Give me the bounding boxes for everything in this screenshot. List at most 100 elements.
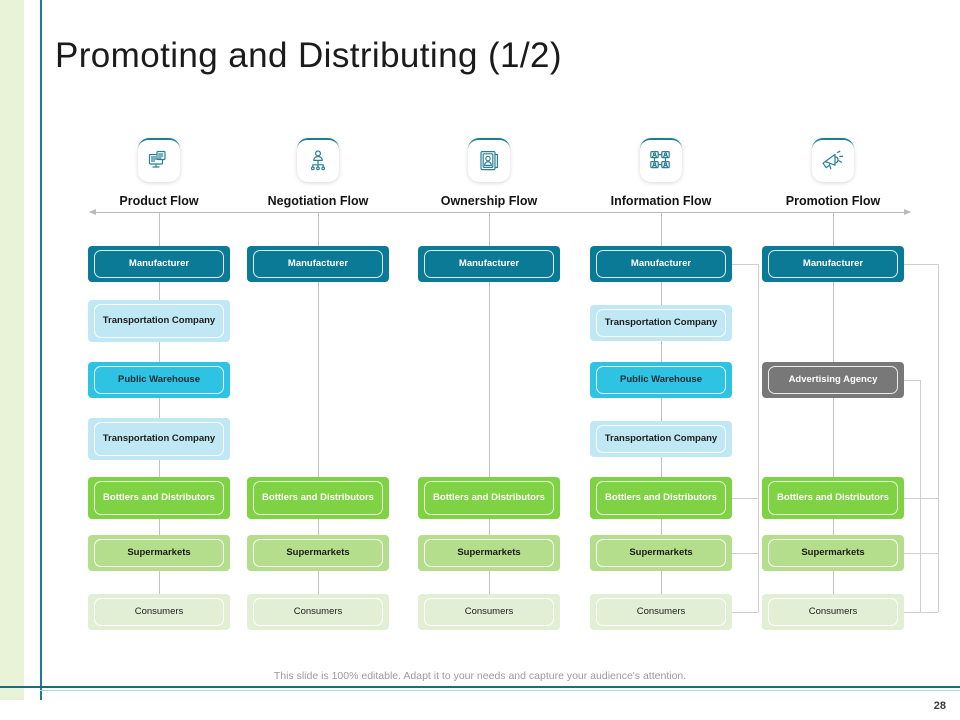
promo-conn-bus-outer xyxy=(938,264,939,612)
spine-negotiation-flow-1 xyxy=(318,282,319,477)
spine-negotiation-flow-2 xyxy=(318,519,319,535)
flow-header-information-flow[interactable]: Information Flow xyxy=(576,138,746,208)
flow-node-label: Public Warehouse xyxy=(620,374,702,386)
spine-information-flow-2 xyxy=(661,341,662,362)
flow-node-box[interactable]: Transportation Company xyxy=(88,300,230,342)
flow-node-label: Bottlers and Distributors xyxy=(433,492,545,504)
spine-promotion-flow-2 xyxy=(833,398,834,477)
footer-rule xyxy=(0,686,960,688)
flow-node-box[interactable]: Supermarkets xyxy=(762,535,904,571)
person-network-icon xyxy=(297,138,339,182)
flow-node-label: Bottlers and Distributors xyxy=(777,492,889,504)
flow-node-box[interactable]: Bottlers and Distributors xyxy=(762,477,904,519)
flow-axis-arrow xyxy=(89,209,911,215)
flow-node-box[interactable]: Supermarkets xyxy=(247,535,389,571)
promo-conn-bus-inner xyxy=(920,380,921,612)
flow-node-box[interactable]: Consumers xyxy=(247,594,389,630)
axis-stem-promotion-flow xyxy=(833,213,834,246)
flow-node-box[interactable]: Consumers xyxy=(762,594,904,630)
flow-node-box[interactable]: Transportation Company xyxy=(590,305,732,341)
flow-node-box[interactable]: Manufacturer xyxy=(418,246,560,282)
flow-node-box[interactable]: Manufacturer xyxy=(88,246,230,282)
flow-node-label: Consumers xyxy=(808,606,858,618)
left-green-band xyxy=(0,0,24,700)
axis-stem-product-flow xyxy=(159,213,160,246)
flow-node-label: Consumers xyxy=(636,606,686,618)
flow-node-box[interactable]: Manufacturer xyxy=(590,246,732,282)
flow-node-label: Manufacturer xyxy=(287,258,349,270)
spine-product-flow-6 xyxy=(159,571,160,594)
spine-ownership-flow-3 xyxy=(489,571,490,594)
flow-header-label: Product Flow xyxy=(119,194,199,208)
flow-node-box[interactable]: Public Warehouse xyxy=(590,362,732,398)
spine-information-flow-5 xyxy=(661,519,662,535)
flow-node-box[interactable]: Supermarkets xyxy=(590,535,732,571)
info-conn-manufacturer xyxy=(732,264,758,265)
flow-node-box[interactable]: Bottlers and Distributors xyxy=(247,477,389,519)
flow-node-label: Transportation Company xyxy=(604,317,718,329)
axis-stem-negotiation-flow xyxy=(318,213,319,246)
axis-stem-information-flow xyxy=(661,213,662,246)
flow-node-box[interactable]: Consumers xyxy=(88,594,230,630)
flow-node-label: Advertising Agency xyxy=(788,374,878,386)
flow-node-label: Consumers xyxy=(464,606,514,618)
flow-node-box[interactable]: Consumers xyxy=(590,594,732,630)
flow-node-label: Transportation Company xyxy=(102,433,216,445)
spine-product-flow-2 xyxy=(159,342,160,362)
page-title: Promoting and Distributing (1/2) xyxy=(55,36,562,75)
flow-header-promotion-flow[interactable]: Promotion Flow xyxy=(748,138,918,208)
flow-node-box[interactable]: Bottlers and Distributors xyxy=(590,477,732,519)
flow-node-box[interactable]: Manufacturer xyxy=(762,246,904,282)
flow-node-box[interactable]: Public Warehouse xyxy=(88,362,230,398)
spine-information-flow-1 xyxy=(661,282,662,305)
info-conn-consumers xyxy=(732,612,758,613)
flow-node-label: Consumers xyxy=(293,606,343,618)
spine-information-flow-3 xyxy=(661,398,662,421)
flow-node-box[interactable]: Advertising Agency xyxy=(762,362,904,398)
flow-node-label: Supermarkets xyxy=(127,547,191,559)
flow-node-label: Supermarkets xyxy=(286,547,350,559)
flow-node-label: Bottlers and Distributors xyxy=(262,492,374,504)
spine-product-flow-3 xyxy=(159,398,160,418)
spine-product-flow-4 xyxy=(159,460,160,477)
flow-header-ownership-flow[interactable]: Ownership Flow xyxy=(404,138,574,208)
arrow-left-head xyxy=(89,209,96,215)
flow-node-box[interactable]: Supermarkets xyxy=(88,535,230,571)
flow-node-box[interactable]: Supermarkets xyxy=(418,535,560,571)
flow-node-label: Supermarkets xyxy=(801,547,865,559)
flow-node-box[interactable]: Consumers xyxy=(418,594,560,630)
promo-conn-supermarkets xyxy=(904,553,938,554)
spine-product-flow-5 xyxy=(159,519,160,535)
flow-node-label: Manufacturer xyxy=(630,258,692,270)
spine-ownership-flow-2 xyxy=(489,519,490,535)
flow-header-product-flow[interactable]: Product Flow xyxy=(74,138,244,208)
person-badge-icon xyxy=(468,138,510,182)
monitor-document-icon xyxy=(138,138,180,182)
spine-product-flow-1 xyxy=(159,282,160,300)
page-number: 28 xyxy=(933,700,946,712)
footer-rule-thin xyxy=(40,690,960,691)
flow-node-label: Supermarkets xyxy=(457,547,521,559)
spine-promotion-flow-3 xyxy=(833,519,834,535)
promo-conn-consumers xyxy=(904,612,938,613)
axis-stem-ownership-flow xyxy=(489,213,490,246)
flow-node-box[interactable]: Bottlers and Distributors xyxy=(418,477,560,519)
spine-information-flow-4 xyxy=(661,457,662,477)
spine-information-flow-6 xyxy=(661,571,662,594)
flow-header-negotiation-flow[interactable]: Negotiation Flow xyxy=(233,138,403,208)
flow-node-box[interactable]: Transportation Company xyxy=(88,418,230,460)
flow-node-box[interactable]: Transportation Company xyxy=(590,421,732,457)
flow-node-label: Bottlers and Distributors xyxy=(103,492,215,504)
info-conn-bottlers xyxy=(732,498,758,499)
flow-node-box[interactable]: Bottlers and Distributors xyxy=(88,477,230,519)
flow-node-label: Consumers xyxy=(134,606,184,618)
flow-node-label: Supermarkets xyxy=(629,547,693,559)
flow-node-box[interactable]: Manufacturer xyxy=(247,246,389,282)
promo-conn-advertising xyxy=(904,380,920,381)
arrow-right-head xyxy=(904,209,911,215)
flow-node-label: Manufacturer xyxy=(802,258,864,270)
spine-ownership-flow-1 xyxy=(489,282,490,477)
spine-negotiation-flow-3 xyxy=(318,571,319,594)
people-chat-icon xyxy=(640,138,682,182)
